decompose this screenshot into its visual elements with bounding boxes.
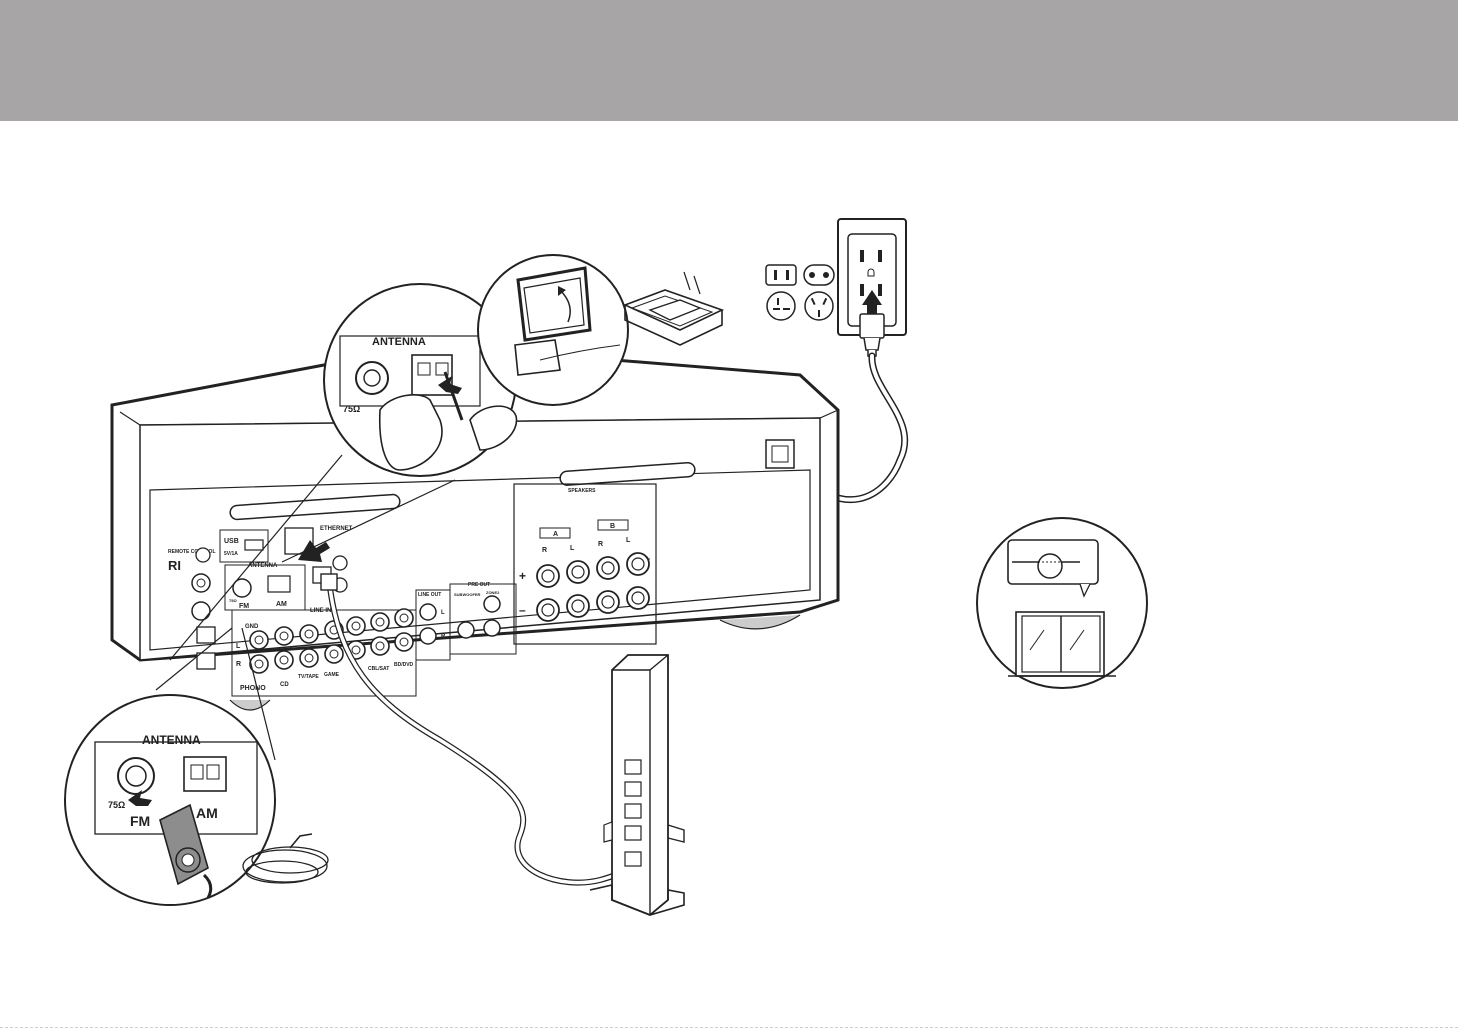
svg-text:75Ω: 75Ω bbox=[343, 404, 360, 414]
line-out-label: LINE OUT bbox=[418, 592, 441, 598]
callout-fm-label: FM bbox=[130, 813, 150, 829]
svg-text:R: R bbox=[598, 541, 603, 548]
usb-sub-label: 5V/1A bbox=[224, 551, 238, 557]
svg-text:FM: FM bbox=[239, 603, 249, 610]
power-plug bbox=[860, 314, 884, 356]
svg-text:AM: AM bbox=[276, 601, 287, 608]
usb-label: USB bbox=[224, 538, 239, 545]
antenna-panel-label: ANTENNA bbox=[248, 563, 278, 569]
bddvd-label: BD/DVD bbox=[394, 662, 414, 668]
svg-text:GND: GND bbox=[245, 624, 259, 630]
svg-text:L: L bbox=[570, 545, 575, 552]
page-bottom-rule bbox=[0, 1027, 1458, 1028]
svg-text:75Ω: 75Ω bbox=[108, 800, 125, 810]
callout-bottom-antenna-label: ANTENNA bbox=[142, 733, 201, 747]
svg-text:SUBWOOFER: SUBWOOFER bbox=[454, 592, 481, 597]
game-label: GAME bbox=[324, 672, 340, 678]
speaker-b-label: B bbox=[610, 523, 615, 530]
line-in-label: LINE IN bbox=[310, 608, 331, 614]
svg-text:R: R bbox=[542, 547, 547, 554]
pre-out-label: PRE OUT bbox=[468, 582, 490, 588]
svg-text:ZONE2: ZONE2 bbox=[486, 590, 500, 595]
svg-text:R: R bbox=[441, 634, 446, 640]
phono-label: PHONO bbox=[240, 685, 266, 692]
callout-am-label: AM bbox=[196, 805, 218, 821]
tvtape-label: TV/TAPE bbox=[298, 674, 319, 680]
callout-loop-antenna bbox=[478, 255, 628, 405]
svg-text:–: – bbox=[519, 603, 526, 617]
speaker-a-label: A bbox=[553, 531, 558, 538]
speakers-label: SPEAKERS bbox=[568, 488, 596, 494]
callout-window-placement bbox=[977, 518, 1147, 688]
svg-text:R: R bbox=[236, 661, 241, 668]
svg-text:+: + bbox=[519, 569, 526, 583]
svg-text:L: L bbox=[236, 643, 241, 650]
callout-top-antenna-label: ANTENNA bbox=[372, 336, 426, 348]
cd-label: CD bbox=[280, 682, 289, 688]
svg-text:75Ω: 75Ω bbox=[229, 598, 237, 603]
svg-text:L: L bbox=[626, 537, 631, 544]
cblsat-label: CBL/SAT bbox=[368, 666, 389, 672]
svg-text:L: L bbox=[441, 610, 445, 616]
plug-type-icons bbox=[766, 265, 834, 320]
am-loop-antenna bbox=[625, 272, 722, 345]
ri-label: RI bbox=[168, 558, 181, 573]
